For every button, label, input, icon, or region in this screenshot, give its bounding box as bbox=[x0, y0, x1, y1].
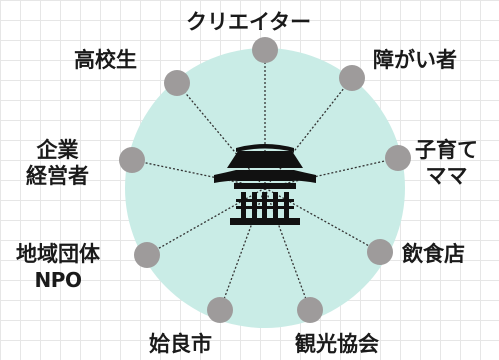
label-community-line2: NPO bbox=[34, 268, 82, 292]
node-community bbox=[134, 242, 160, 268]
label-creator: クリエイター bbox=[186, 10, 312, 34]
label-city: 姶良市 bbox=[149, 332, 212, 356]
label-restaurant: 飲食店 bbox=[402, 242, 465, 266]
label-parenting-line1: 子育て bbox=[415, 138, 478, 162]
label-company: 企業 経営者 bbox=[26, 137, 89, 189]
label-disabled: 障がい者 bbox=[373, 48, 457, 72]
connector-highschool bbox=[176, 82, 266, 189]
label-community: 地域団体 NPO bbox=[16, 241, 100, 293]
connector-community bbox=[146, 187, 266, 256]
node-restaurant bbox=[367, 239, 393, 265]
label-company-line2: 経営者 bbox=[26, 164, 89, 188]
label-parenting: 子育て ママ bbox=[415, 137, 478, 189]
label-company-line1: 企業 bbox=[36, 138, 79, 162]
node-highschool bbox=[164, 70, 190, 96]
label-highschool: 高校生 bbox=[74, 48, 137, 72]
node-circles bbox=[119, 37, 411, 323]
connector-disabled bbox=[264, 77, 353, 189]
node-parenting bbox=[385, 145, 411, 171]
node-city bbox=[207, 297, 233, 323]
label-parenting-line2: ママ bbox=[425, 164, 468, 188]
label-community-line1: 地域団体 bbox=[16, 242, 100, 266]
node-disabled bbox=[339, 65, 365, 91]
temple-icon bbox=[214, 144, 316, 225]
node-tourism bbox=[297, 297, 323, 323]
node-creator bbox=[252, 37, 278, 63]
label-tourism: 観光協会 bbox=[295, 332, 379, 356]
connector-company bbox=[131, 159, 266, 189]
node-company bbox=[119, 147, 145, 173]
connector-parenting bbox=[264, 157, 399, 189]
